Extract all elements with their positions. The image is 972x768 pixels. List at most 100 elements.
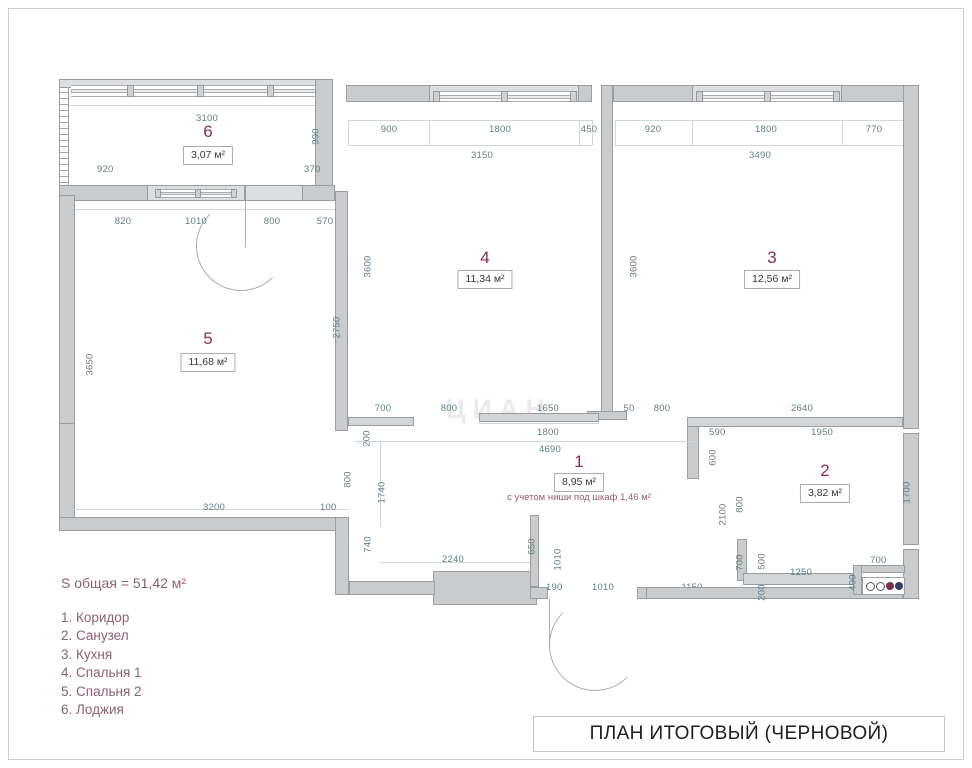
room-4-number: 4 (480, 248, 490, 267)
dim-4690: 4690 (539, 444, 561, 455)
legend-item-5: 5. Спальня 2 (61, 683, 142, 699)
dim-tick-room4-2 (429, 120, 430, 145)
loggia-balcony-door-nub-1 (155, 189, 161, 198)
dim-3490: 3490 (749, 150, 771, 161)
dim-line-2240 (380, 562, 540, 563)
dim-tick-room4-4 (592, 120, 593, 145)
loggia-window-mullion-3 (267, 85, 274, 97)
dim-line-room3-a (615, 120, 905, 121)
dim-50: 50 (623, 403, 635, 414)
bedroom5-door-leaf (245, 201, 246, 247)
bathroom-top-wall (687, 417, 903, 427)
room-2-area: 3,82 м² (799, 484, 851, 503)
loggia-dim-line-top (69, 105, 319, 106)
dim-3650: 3650 (84, 353, 96, 376)
room-5-number: 5 (203, 329, 213, 348)
loggia-window-mullion-2 (197, 85, 204, 97)
room4-window-nub-1 (433, 91, 440, 102)
corridor-niche-block (433, 571, 537, 605)
dim-450: 450 (580, 124, 598, 135)
dim-tick-room4-1 (348, 120, 349, 145)
stove (862, 577, 905, 595)
dim-loggia-920: 920 (97, 164, 114, 175)
dim-1800-room3: 1800 (755, 124, 777, 135)
right-outer-wall-lower (903, 549, 919, 599)
dim-570: 570 (316, 216, 334, 227)
dim-line-room4-b (348, 145, 592, 146)
room-4-area: 11,34 м² (457, 270, 513, 289)
bathroom-right-counter-side (853, 565, 862, 595)
right-outer-wall-upper (903, 85, 919, 429)
corridor-left-wall (335, 191, 348, 431)
legend-item-2: 2. Санузел (61, 628, 129, 643)
loggia-balcony-door-nub-2 (195, 189, 201, 198)
dim-800-mid: 800 (440, 403, 458, 414)
dim-800-mid-2: 800 (653, 403, 671, 414)
dim-740: 740 (362, 536, 374, 553)
room3-window-nub-2 (764, 91, 771, 102)
dim-650: 650 (526, 538, 538, 555)
dim-line-4690 (354, 441, 698, 442)
corridor-step-wall (335, 517, 349, 595)
room-1-note: с учетом ниши под шкаф 1,46 м² (507, 492, 651, 503)
dim-590: 590 (709, 427, 726, 438)
dim-1700: 1700 (901, 481, 913, 504)
dim-line-room4-a (348, 120, 592, 121)
room-3-area: 12,56 м² (744, 270, 800, 289)
dim-loggia-990: 990 (310, 128, 322, 145)
dim-line-room3-b (615, 145, 905, 146)
dim-tick-room4-3 (579, 120, 580, 145)
dim-1010-v: 1010 (552, 548, 564, 571)
room-6-area: 3,07 м² (182, 146, 234, 165)
dim-2640: 2640 (791, 403, 813, 414)
room-1-number: 1 (574, 452, 584, 471)
legend-item-3: 3. Кухня (61, 646, 113, 662)
dim-loggia-370: 370 (304, 164, 321, 175)
loggia-balcony-door-nub-3 (231, 189, 237, 198)
dim-2100: 2100 (717, 503, 729, 526)
dim-tick-room3-3 (842, 120, 843, 145)
plan-frame: ЦИАН 3100 920 370 990 6 3,07 м² 820 1010… (8, 8, 964, 760)
dim-1800-room4: 1800 (489, 124, 511, 135)
dim-2240: 2240 (442, 554, 464, 565)
dim-700-bath-left: 700 (734, 554, 746, 571)
bedroom5-door-arc (196, 201, 286, 291)
dim-400: 400 (847, 574, 859, 591)
dim-line-mid-1800 (479, 423, 599, 424)
corridor-wall-stub-left (348, 417, 414, 426)
room-2-number: 2 (820, 461, 830, 480)
loggia-opening-right (245, 185, 303, 201)
dim-loggia-3100: 3100 (196, 113, 218, 124)
entry-door-arc (549, 599, 641, 691)
title-block: ПЛАН ИТОГОВЫЙ (ЧЕРНОВОЙ) (533, 716, 945, 752)
dim-1010-top: 1010 (185, 216, 207, 227)
dim-200-mid: 200 (361, 430, 373, 447)
loggia-outer-wall-hatch (59, 79, 69, 189)
corridor-wall-stub-mid (479, 413, 599, 422)
right-outer-wall-mid (903, 433, 919, 545)
bathroom-counter (743, 573, 853, 585)
dim-3600-left: 3600 (362, 255, 374, 278)
entry-wall-left-nub (530, 587, 548, 599)
dim-1740: 1740 (376, 481, 388, 504)
title-block-text: ПЛАН ИТОГОВЫЙ (ЧЕРНОВОЙ) (589, 723, 889, 744)
room4-window-nub-2 (501, 91, 508, 102)
dim-820: 820 (114, 216, 132, 227)
legend-item-1: 1. Коридор (61, 609, 130, 625)
dim-500: 500 (756, 553, 768, 570)
dim-700-bath-right: 700 (870, 555, 887, 566)
legend: S общая = 51,42 м² 1. Коридор 2. Санузел… (61, 574, 186, 720)
dim-3600-right: 3600 (628, 255, 640, 278)
burner-1 (866, 582, 875, 591)
dim-2750: 2750 (331, 316, 343, 339)
corridor-niche-fin (530, 515, 539, 587)
burner-4 (895, 582, 903, 590)
room-5-area: 11,68 м² (180, 353, 236, 372)
entry-door-jamb (637, 587, 647, 599)
room-3-number: 3 (767, 248, 777, 267)
dim-tick-room3-1 (615, 120, 616, 145)
dim-1250: 1250 (790, 567, 812, 578)
entry-door-leaf (549, 599, 550, 645)
bathroom-left-wall-lower (737, 539, 747, 581)
dim-3200: 3200 (203, 502, 225, 513)
